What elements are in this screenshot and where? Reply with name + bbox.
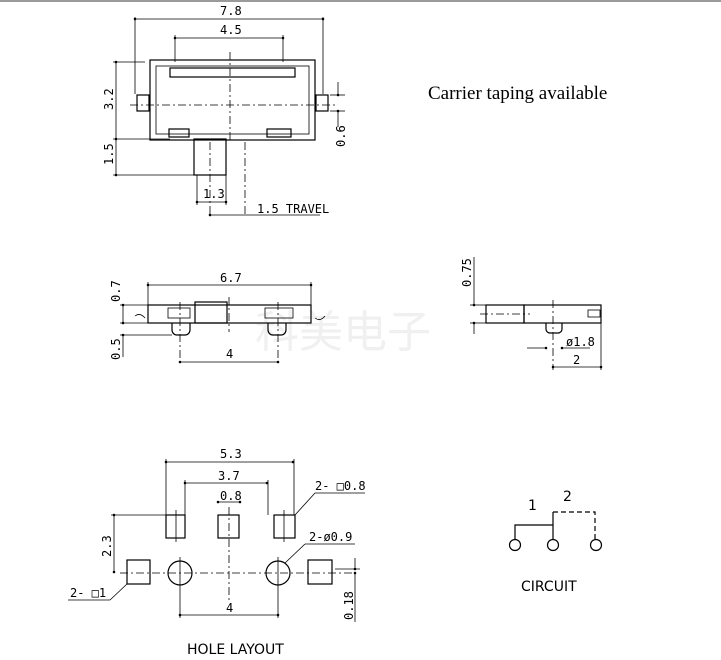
dim-pitch: 4 — [226, 601, 233, 615]
dim-side-height: 0.7 — [109, 280, 123, 302]
dim-outer: 5.3 — [220, 447, 242, 461]
dim-boss: 0.5 — [109, 338, 123, 360]
dim-travel: 1.5 TRAVEL — [257, 202, 329, 216]
dim-row-gap: 2.3 — [100, 535, 114, 557]
dim-inner: 3.7 — [218, 469, 240, 483]
carrier-taping-note: Carrier taping available — [428, 83, 607, 104]
dim-actuator-length: 1.5 — [102, 143, 116, 165]
watermark: 科美电子 — [255, 307, 431, 358]
end-view: 0.75 ø1.8 2 — [460, 257, 603, 370]
dim-offset: 0.18 — [342, 591, 356, 620]
hole-layout-caption: HOLE LAYOUT — [187, 642, 284, 658]
circuit-pos1: 1 — [528, 498, 537, 514]
top-view: 7.8 4.5 3.2 1.5 1.3 1.5 TRAVEL 0.6 — [102, 4, 348, 217]
dim-length: 6.7 — [220, 271, 242, 285]
dim-boss-dia: ø1.8 — [566, 335, 595, 349]
dim-width: 7.8 — [220, 4, 242, 18]
dim-boss-pitch: 4 — [226, 347, 233, 361]
side-view: 6.7 0.7 0.5 4 — [109, 271, 326, 364]
callout-square-pads: 2- □0.8 — [315, 479, 366, 493]
hole-layout: 5.3 3.7 0.8 2.3 4 0.18 2- □0.8 2-ø0.9 2-… — [68, 447, 366, 658]
callout-holes: 2-ø0.9 — [309, 530, 352, 544]
dim-pin-pitch: 4.5 — [220, 23, 242, 37]
dim-pad: 0.8 — [220, 489, 242, 503]
dim-end-width: 2 — [573, 353, 580, 367]
dim-actuator-width: 1.3 — [203, 187, 225, 201]
dim-end-height: 0.75 — [460, 258, 474, 287]
callout-mount-pads: 2- □1 — [70, 586, 106, 600]
circuit-diagram: 1 2 CIRCUIT — [508, 489, 603, 595]
circuit-caption: CIRCUIT — [521, 579, 577, 595]
dim-height: 3.2 — [102, 88, 116, 110]
circuit-pos2: 2 — [563, 489, 572, 505]
dim-tab: 0.6 — [334, 125, 348, 147]
